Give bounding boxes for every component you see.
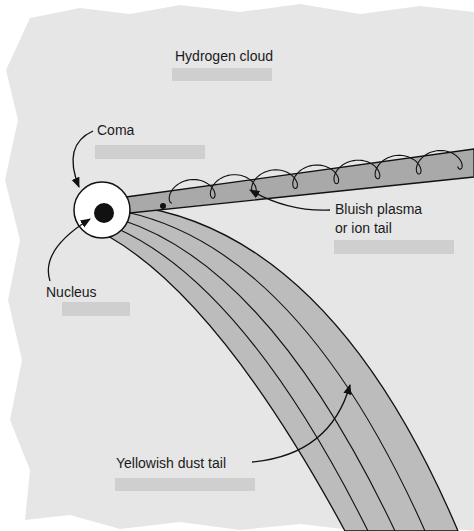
dust-tail: [108, 205, 458, 531]
ion-tail-loops: [169, 151, 462, 204]
leader-arrow: [48, 219, 90, 281]
part-label: Nucleus: [46, 283, 97, 302]
ion-tail-dot: [160, 203, 166, 209]
answer-blank: [95, 145, 205, 159]
answer-blank: [115, 478, 255, 491]
part-label: Bluish plasma or ion tail: [335, 200, 435, 238]
answer-blank: [172, 68, 272, 81]
part-label: Coma: [97, 121, 134, 140]
leader-arrow: [252, 385, 350, 462]
dust-tail-line: [116, 228, 368, 531]
leader-arrow: [73, 131, 93, 187]
dust-tail-line: [122, 220, 395, 531]
coma-circle: [74, 182, 130, 238]
hydrogen-cloud: [5, 4, 474, 531]
part-label: Yellowish dust tail: [116, 454, 226, 473]
answer-blank: [62, 302, 130, 316]
leader-arrow: [250, 190, 330, 210]
nucleus-dot: [94, 203, 114, 223]
dust-tail-line: [126, 212, 425, 531]
cloud-label: Hydrogen cloud: [175, 47, 273, 66]
answer-blank: [334, 240, 454, 254]
